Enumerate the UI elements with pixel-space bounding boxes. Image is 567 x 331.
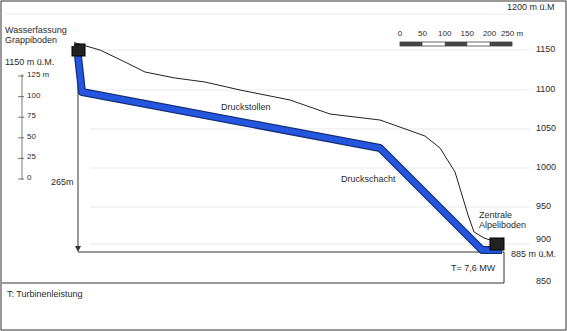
pressure-tunnel-outline	[78, 56, 502, 250]
intake-building	[72, 44, 85, 56]
elevation-axis-number: 1100	[535, 85, 556, 95]
scale-number: 150	[460, 30, 475, 39]
scale-number: 125 m	[26, 71, 50, 80]
vertical-scale	[18, 74, 24, 180]
elevation-axis-number: 1150	[535, 45, 556, 55]
scale-number: 0	[397, 30, 403, 39]
level-line	[78, 252, 504, 253]
elevation-heading: 1200 m ü.M	[506, 3, 556, 13]
shaft-label: Druckschacht	[340, 175, 397, 185]
scale-number: 100	[437, 30, 452, 39]
power-station-label: Zentrale Alpeliboden	[478, 211, 536, 231]
scale-number: 200	[482, 30, 497, 39]
level-line	[504, 252, 505, 283]
turbine-output-label: T= 7,6 MW	[450, 264, 496, 274]
elevation-axis-number: 1050	[535, 124, 557, 134]
scale-number: 0	[26, 174, 32, 183]
scale-number: 50	[417, 30, 428, 39]
scale-number: 25	[26, 153, 37, 162]
terrain-line	[72, 42, 490, 240]
scale-number: 250 m	[500, 30, 524, 39]
elevation-axis-number: 900	[535, 235, 552, 245]
elevation-axis-number: 1000	[535, 163, 557, 173]
base-line	[2, 283, 504, 284]
pressure-tunnel	[78, 56, 502, 250]
power-station	[490, 238, 504, 250]
elevation-label: 885 m ü.M.	[510, 250, 557, 260]
elevation-axis-number: 850	[535, 277, 552, 287]
tunnel-label: Druckstollen	[220, 103, 272, 113]
scale-number: 75	[26, 112, 37, 121]
intake-label: Wasserfassung Grappiboden	[4, 26, 74, 46]
scale-number: 100	[26, 92, 41, 101]
legend-note: T: Turbinenleistung	[6, 290, 84, 300]
scale-number: 50	[26, 133, 37, 142]
height-dimension-label: 265m	[50, 178, 75, 188]
horizontal-scale	[400, 42, 512, 46]
elevation-axis-number: 950	[535, 202, 552, 212]
elevation-label: 1150 m ü.M.	[4, 58, 55, 68]
